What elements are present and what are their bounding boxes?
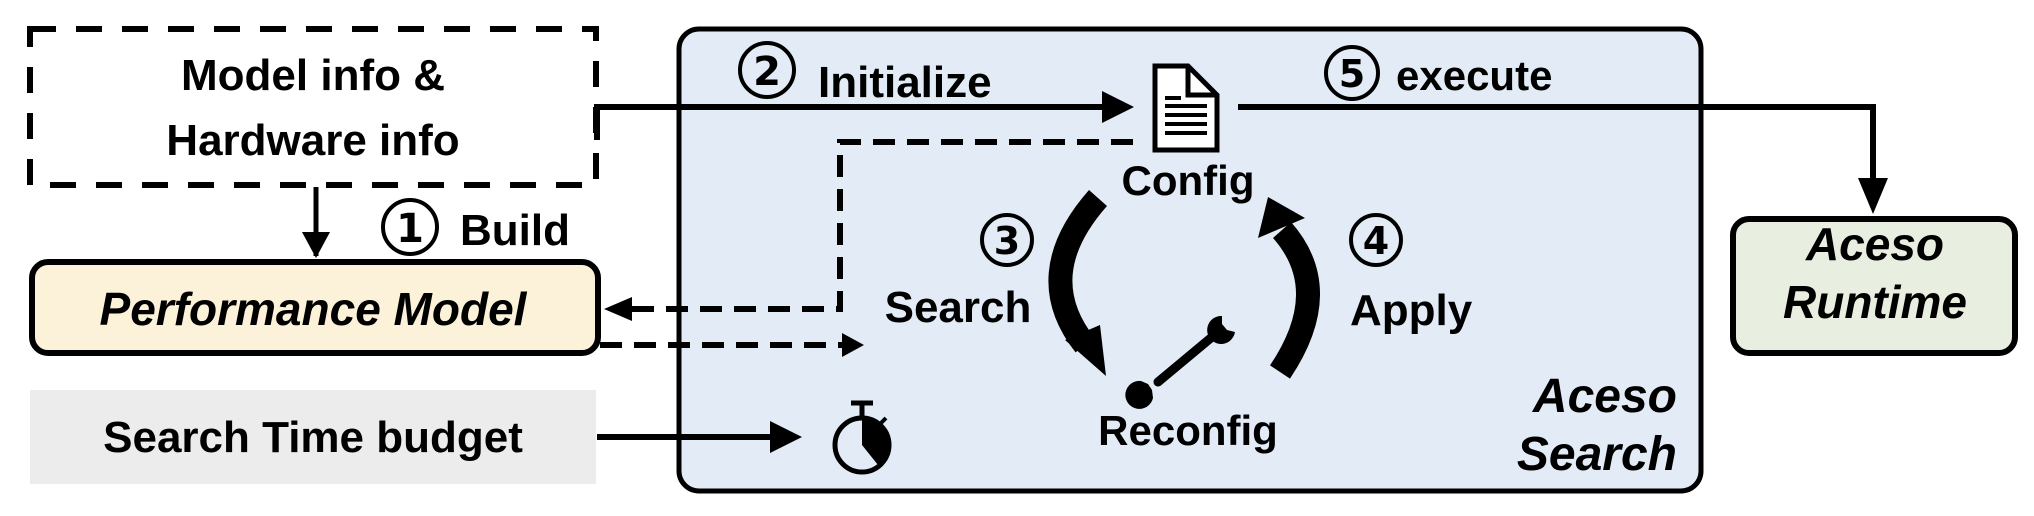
config-to-performance-model-dashed-arrow	[604, 139, 1133, 321]
document-icon	[1152, 63, 1220, 153]
inputs-label-line2: Hardware info	[166, 116, 459, 165]
step-4-badge	[1349, 213, 1403, 267]
step-2-text: Initialize	[818, 58, 992, 107]
search-time-budget-node[interactable]: Search Time budget	[30, 390, 596, 484]
performance-model-label: Performance Model	[100, 283, 528, 335]
search-time-budget-label: Search Time budget	[103, 413, 523, 462]
step-4-text: Apply	[1350, 286, 1473, 335]
execute-arrow	[1238, 104, 1888, 214]
step-3-label: 3 Search	[885, 213, 1034, 332]
step-5-badge	[1324, 45, 1380, 101]
aceso-runtime-label-line1: Aceso	[1805, 218, 1944, 270]
aceso-runtime-node[interactable]: Aceso Runtime	[1730, 216, 2018, 356]
step-2-badge	[738, 41, 796, 99]
performance-model-to-search-dashed-arrow	[600, 333, 864, 357]
inputs-box: Model info & Hardware info	[27, 26, 599, 188]
step-1-text: Build	[460, 206, 570, 255]
step-2-number: 2	[753, 49, 781, 95]
inputs-label-line1: Model info &	[181, 51, 445, 100]
reconfig-label: Reconfig	[1098, 407, 1278, 454]
step-4-number: 4	[1363, 219, 1389, 263]
reconfig-node[interactable]: Reconfig	[1098, 315, 1278, 454]
step-4-label: 4 Apply	[1349, 213, 1473, 335]
aceso-search-label-line1: Aceso	[1532, 370, 1677, 423]
step-5-number: 5	[1339, 52, 1365, 96]
step-3-badge	[980, 213, 1034, 267]
step-1-label: 1 Build	[381, 198, 570, 256]
step-2-label: 2 Initialize	[738, 41, 992, 107]
config-node[interactable]: Config	[1122, 63, 1255, 204]
stopwatch-icon	[832, 400, 892, 475]
aceso-search-title: Aceso Search	[1517, 370, 1677, 481]
aceso-runtime-label-line2: Runtime	[1783, 276, 1967, 328]
performance-model-node[interactable]: Performance Model	[29, 259, 601, 356]
step-1-number: 1	[396, 206, 424, 252]
step-5-text: execute	[1396, 52, 1552, 99]
aceso-search-container	[676, 26, 1704, 494]
step-3-number: 3	[994, 219, 1020, 263]
aceso-search-label-line2: Search	[1517, 428, 1677, 481]
initialize-arrow	[594, 91, 1134, 140]
config-label: Config	[1122, 157, 1255, 204]
search-cycle-arrow	[1048, 190, 1108, 376]
step-5-label: 5 execute	[1324, 45, 1552, 101]
build-arrow-head	[302, 232, 330, 258]
wrench-icon	[1125, 315, 1235, 409]
time-budget-arrow	[597, 421, 802, 453]
step-1-badge	[381, 198, 439, 256]
apply-cycle-arrow	[1258, 197, 1320, 379]
step-3-text: Search	[885, 283, 1032, 332]
